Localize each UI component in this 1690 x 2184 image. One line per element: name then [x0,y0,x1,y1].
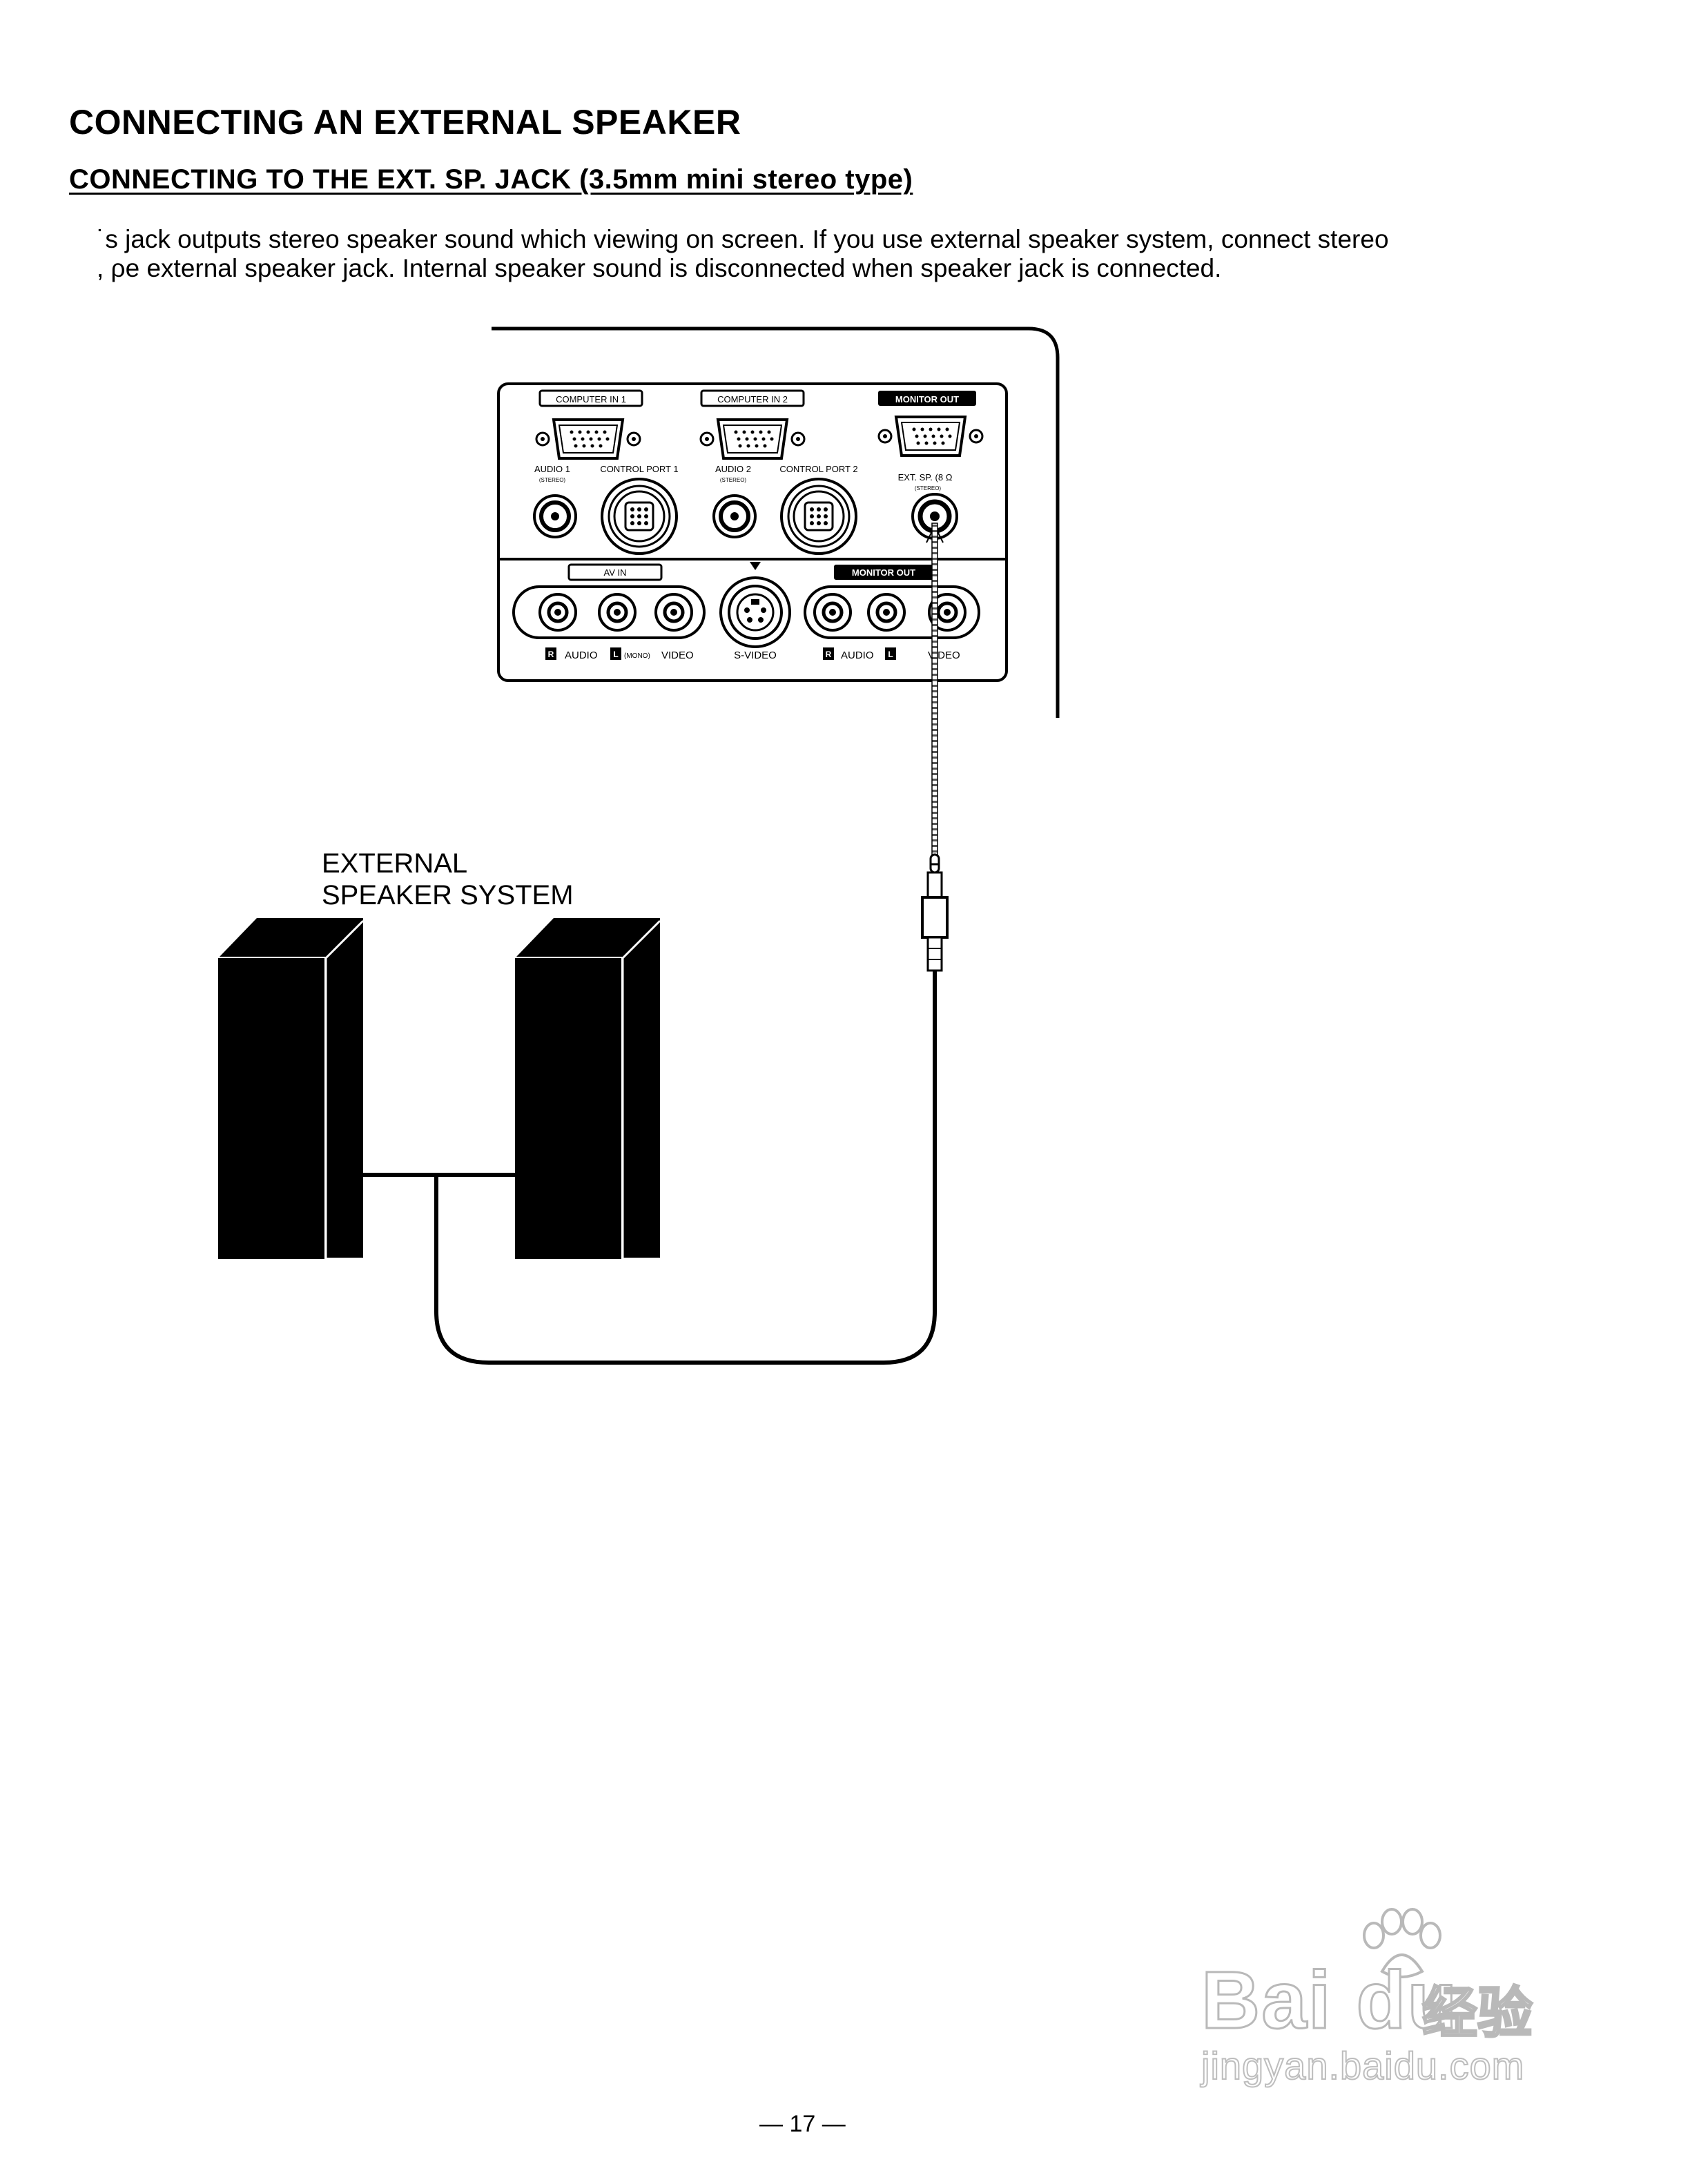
intro-line-2: , ρe external speaker jack. Internal spe… [97,254,1222,282]
audio-1-label: AUDIO 1 [534,464,570,474]
av-in-audio-label: AUDIO [565,650,598,661]
audio-2-stereo-label: (STEREO) [720,477,747,483]
monitor-out-rca-group [804,585,980,639]
paw-logo-icon [1363,1908,1441,1978]
monitor-out-bottom-label: MONITOR OUT [834,565,933,580]
audio-2-jack [712,494,757,538]
computer-in-1-label: COMPUTER IN 1 [538,389,643,407]
rear-connector-panel: COMPUTER IN 1 COMPUTER IN 2 MONITOR OUT [497,382,1008,682]
control-port-2-label: CONTROL PORT 2 [779,464,857,474]
projector-body-outline [492,326,1060,718]
ext-sp-label: EXT. SP. (8 Ω [898,472,953,482]
computer-in-2-port [699,418,806,460]
computer-in-2-label: COMPUTER IN 2 [700,389,805,407]
baidu-watermark: Bai du 经验 jingyan.baidu.com [1187,1905,1602,2088]
speaker-input-cable [434,971,937,1365]
speaker-label-line-2: SPEAKER SYSTEM [322,880,574,910]
svg-text:COMPUTER IN 1: COMPUTER IN 1 [556,394,626,404]
intro-line-1: ˙s jack outputs stereo speaker sound whi… [97,225,1389,253]
av-in-video-label: VIDEO [661,650,694,661]
speaker-label-line-1: EXTERNAL [322,848,468,879]
section-subheading: CONNECTING TO THE EXT. SP. JACK (3.5mm m… [69,164,913,195]
l-badge-monitor-out-text: L [888,650,893,659]
monitor-out-audio-label: AUDIO [841,650,874,661]
control-port-1-label: CONTROL PORT 1 [600,464,678,474]
right-speaker [515,918,661,1259]
s-video-arrow-icon [750,562,761,570]
intro-paragraph: ˙s jack outputs stereo speaker sound whi… [97,225,1553,283]
ext-sp-stereo-label: (STEREO) [915,485,942,491]
control-port-1 [601,478,678,555]
page-number: — 17 — [759,2111,846,2137]
svg-text:COMPUTER IN 2: COMPUTER IN 2 [717,394,788,404]
watermark-chinese: 经验 [1421,1980,1534,2047]
watermark-url: jingyan.baidu.com [1201,2043,1525,2088]
svg-text:MONITOR OUT: MONITOR OUT [895,394,959,404]
audio-2-label: AUDIO 2 [715,464,751,474]
l-badge-av-in [610,647,621,660]
s-video-port [719,576,791,648]
external-speaker-label: EXTERNAL SPEAKER SYSTEM [322,848,574,911]
monitor-out-port [877,416,984,457]
audio-1-jack [533,494,577,538]
r-badge-av-in [545,647,556,660]
watermark-brand: Bai du [1201,1954,1459,2047]
left-speaker [218,918,365,1259]
monitor-out-top-label: MONITOR OUT [878,391,976,406]
r-badge-monitor-out-text: R [826,650,832,659]
r-badge-monitor-out [823,647,834,660]
s-video-label: S-VIDEO [734,650,777,661]
mini-stereo-plug [921,853,949,972]
l-badge-monitor-out [885,647,896,660]
r-badge-av-in-text: R [548,650,554,659]
computer-in-1-port [535,418,641,460]
l-badge-av-in-text: L [613,650,618,659]
av-in-rca-group [512,585,706,639]
svg-text:AV IN: AV IN [604,567,627,578]
av-in-label: AV IN [567,563,663,581]
audio-1-stereo-label: (STEREO) [539,477,566,483]
control-port-2 [780,478,857,555]
svg-text:MONITOR OUT: MONITOR OUT [852,567,915,578]
av-in-mono-label: (MONO) [624,652,650,660]
page-heading: CONNECTING AN EXTERNAL SPEAKER [69,103,741,142]
